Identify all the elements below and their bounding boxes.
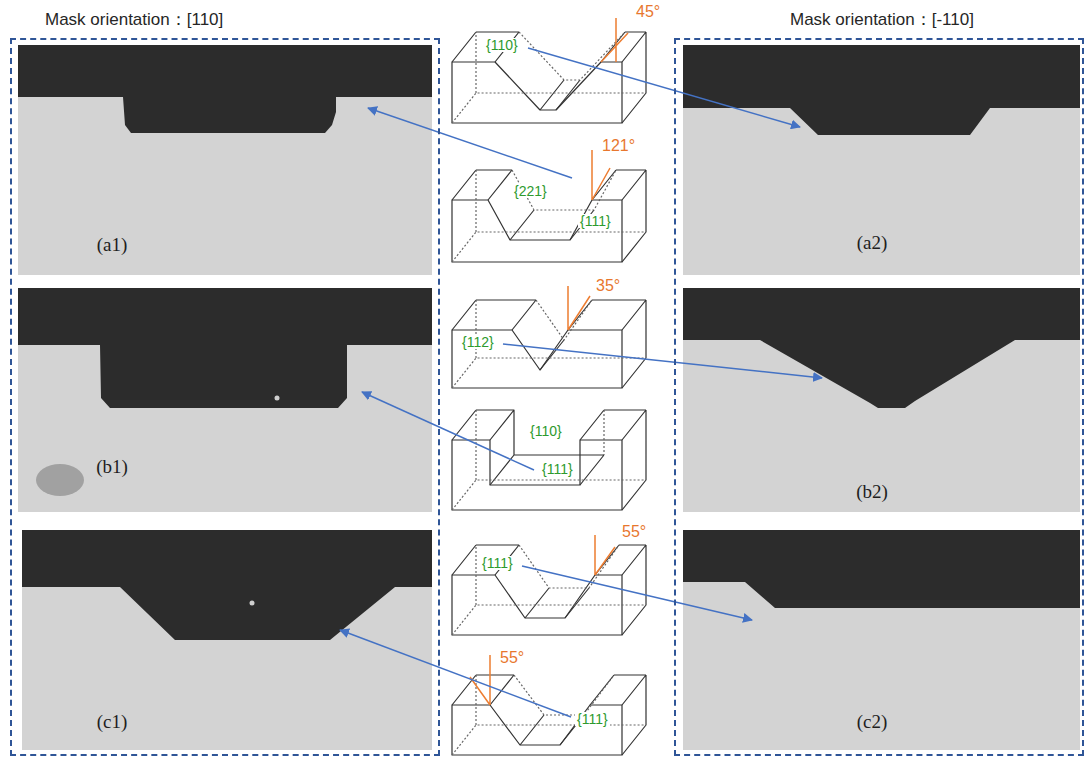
- plane-label: {112}: [460, 335, 496, 349]
- hidden-edges: [452, 545, 646, 635]
- photo-ground: [683, 530, 1080, 750]
- block-front: [452, 200, 622, 262]
- photo-ground: [18, 288, 432, 512]
- hidden-edges: [452, 170, 646, 262]
- trench-profile: [18, 45, 432, 133]
- plane-label: {221}: [512, 184, 549, 198]
- block-edges: [452, 170, 646, 262]
- panel-heading: Mask orientation：[110]: [45, 10, 223, 30]
- angle-label: 55°: [498, 650, 526, 666]
- sem-photos: [18, 45, 1080, 750]
- pointer-arrow: [362, 392, 534, 470]
- orientation-panel: Mask orientation：[-110](a2)(b2)(c2): [674, 38, 1084, 756]
- block-edges: [452, 675, 646, 755]
- sem-photo: (c2): [683, 530, 1080, 750]
- sem-photo: (b1): [18, 288, 432, 512]
- photo-ground: [22, 530, 432, 750]
- block-edges: [452, 410, 646, 510]
- block-front: [452, 705, 622, 755]
- angle-lines: [595, 535, 615, 575]
- trench-profile: [683, 288, 1080, 408]
- plane-label: {111}: [480, 556, 515, 570]
- photo-ground: [18, 45, 432, 275]
- pointer-arrow: [528, 48, 800, 127]
- block-front: [452, 330, 622, 388]
- photo-label: (c1): [97, 712, 128, 733]
- photo-label: (b2): [856, 482, 888, 503]
- plane-label: {110}: [484, 38, 520, 52]
- trench-profile: [683, 45, 1080, 135]
- pointer-arrow: [368, 108, 572, 178]
- hidden-edges: [452, 410, 646, 510]
- pointer-arrow: [522, 566, 752, 620]
- photo-ground: [683, 288, 1080, 512]
- pointer-arrow: [340, 630, 571, 717]
- plane-label: {111}: [575, 712, 610, 726]
- angle-label: 45°: [634, 4, 662, 20]
- sem-photo: (a2): [683, 45, 1080, 275]
- photo-speck: [250, 601, 255, 606]
- angle-lines: [592, 150, 610, 200]
- photo-label: (c2): [857, 712, 888, 733]
- pointer-arrows: [340, 48, 822, 717]
- block-edges: [452, 545, 646, 635]
- hidden-edges: [452, 300, 646, 388]
- photo-label: (a1): [97, 235, 128, 256]
- pointer-arrow: [503, 344, 822, 378]
- trench-profile: [18, 288, 432, 408]
- trench-profile: [683, 530, 1080, 608]
- panel-heading: Mask orientation：[-110]: [790, 10, 974, 30]
- sem-photo: (c1): [22, 530, 432, 750]
- sem-photo: (a1): [18, 45, 432, 275]
- plane-label: {110}: [528, 424, 564, 438]
- photo-label: (a2): [857, 233, 888, 254]
- angle-lines: [601, 18, 628, 62]
- plane-label: {111}: [540, 462, 575, 476]
- block-sketches: [452, 32, 646, 755]
- orientation-panel: Mask orientation：[110](a1)(b1)(c1): [10, 38, 440, 756]
- block-front: [452, 62, 622, 123]
- angle-lines: [568, 286, 590, 330]
- photo-ground: [683, 45, 1080, 275]
- angle-label: 121°: [600, 138, 637, 154]
- hidden-edges: [452, 675, 646, 755]
- photo-label: (b1): [96, 457, 128, 478]
- angle-guides: [470, 18, 628, 705]
- block-front: [452, 440, 622, 510]
- angle-label: 35°: [594, 278, 622, 294]
- block-edges: [452, 300, 646, 388]
- sem-photo: (b2): [683, 288, 1080, 512]
- photo-speck: [275, 396, 280, 401]
- plane-label: {111}: [578, 214, 613, 228]
- angle-label: 55°: [620, 524, 648, 540]
- photo-stain: [36, 464, 84, 496]
- trench-profile: [22, 530, 432, 640]
